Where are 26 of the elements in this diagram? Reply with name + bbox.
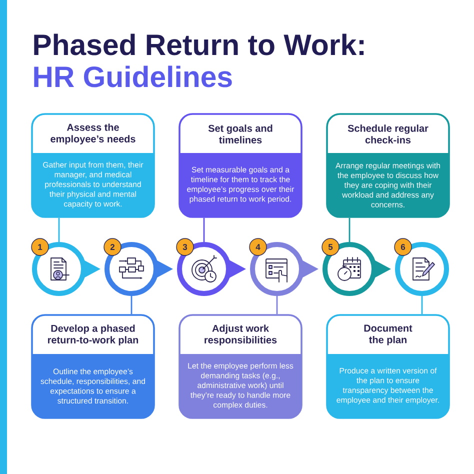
connector-line	[203, 218, 205, 242]
card-heading: Schedule regular check-ins	[348, 124, 428, 144]
step-card	[31, 314, 155, 419]
number-badge: 3	[176, 238, 194, 256]
number-badge: 6	[394, 238, 412, 256]
step-card	[178, 113, 302, 218]
connector-line	[276, 296, 278, 314]
number-badge: 4	[249, 238, 267, 256]
card-heading: Set goals and timelines	[208, 124, 272, 144]
number-badge: 2	[104, 238, 122, 256]
step-card	[31, 113, 155, 218]
card-heading: Adjust work responsibilities	[204, 324, 277, 346]
connector-line	[421, 296, 423, 314]
connector-line	[348, 218, 350, 242]
title: Phased Return to Work:	[34, 34, 364, 56]
card-heading: Assess the employee’s needs	[50, 124, 136, 144]
card-heading: Develop a phased return-to-work plan	[48, 324, 138, 346]
card-heading: Document the plan	[364, 324, 412, 346]
number-badge: 1	[31, 238, 49, 256]
step-card	[326, 113, 450, 218]
number-badge: 5	[322, 238, 340, 256]
connector-line	[58, 218, 60, 242]
connector-line	[130, 296, 132, 314]
subtitle: HR Guidelines	[34, 66, 232, 88]
step-card	[326, 314, 450, 419]
step-card	[178, 314, 302, 419]
